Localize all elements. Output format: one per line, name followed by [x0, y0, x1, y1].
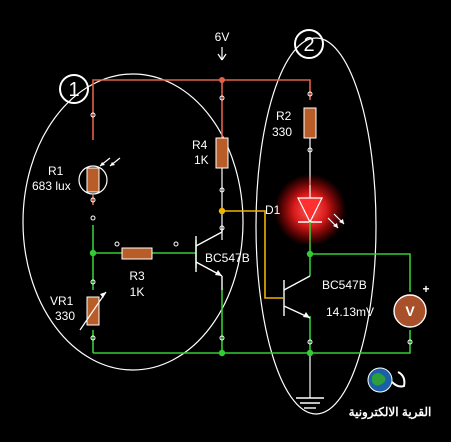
supply-voltage-label: 6V: [215, 30, 230, 44]
section-1-marker: 1: [59, 74, 89, 104]
r4-name-label: R4: [192, 138, 208, 152]
resistor-r2: [303, 107, 317, 139]
ground-symbol: [296, 397, 324, 409]
q2-name-label: BC547B: [322, 278, 367, 292]
terminal-pins: [90, 91, 413, 345]
r2-value-label: 330: [272, 125, 292, 139]
d1-name-label: D1: [265, 203, 281, 217]
transistor-q2: [283, 275, 311, 319]
supply-rail: [92, 79, 311, 205]
voltmeter: V +: [393, 282, 430, 328]
site-logo: القرية الالكترونية: [349, 367, 432, 420]
q2-base-wire: [222, 210, 283, 299]
voltmeter-reading: 14.13mV: [326, 305, 374, 319]
r2-name-label: R2: [276, 109, 292, 123]
voltmeter-plus: +: [422, 282, 429, 296]
section-1-label: 1: [68, 79, 79, 101]
q1-name-label: BC547B: [205, 251, 250, 265]
r4-value-label: 1K: [194, 153, 209, 167]
supply-terminal: [217, 47, 227, 61]
r3-name-label: R3: [129, 269, 145, 283]
r1-value-label: 683 lux: [32, 179, 71, 193]
junction-dots: [89, 207, 314, 357]
logo-text: القرية الالكترونية: [349, 405, 432, 420]
potentiometer-vr1: [79, 291, 107, 331]
section-1-ellipse: [22, 73, 244, 371]
section-2-ellipse: [255, 37, 377, 415]
r1-name-label: R1: [48, 164, 64, 178]
resistor-r3: [121, 247, 153, 260]
supply-junction: [219, 77, 225, 83]
r3-value-label: 1K: [130, 285, 145, 299]
ldr-r1: [78, 157, 121, 195]
resistor-r4: [215, 137, 229, 169]
led-d1: [274, 174, 346, 246]
transistor-q1: [195, 228, 223, 290]
vr1-name-label: VR1: [50, 294, 74, 308]
section-2-label: 2: [303, 34, 314, 56]
section-2-marker: 2: [294, 29, 324, 59]
vr1-value-label: 330: [55, 309, 75, 323]
voltmeter-symbol: V: [405, 303, 415, 319]
